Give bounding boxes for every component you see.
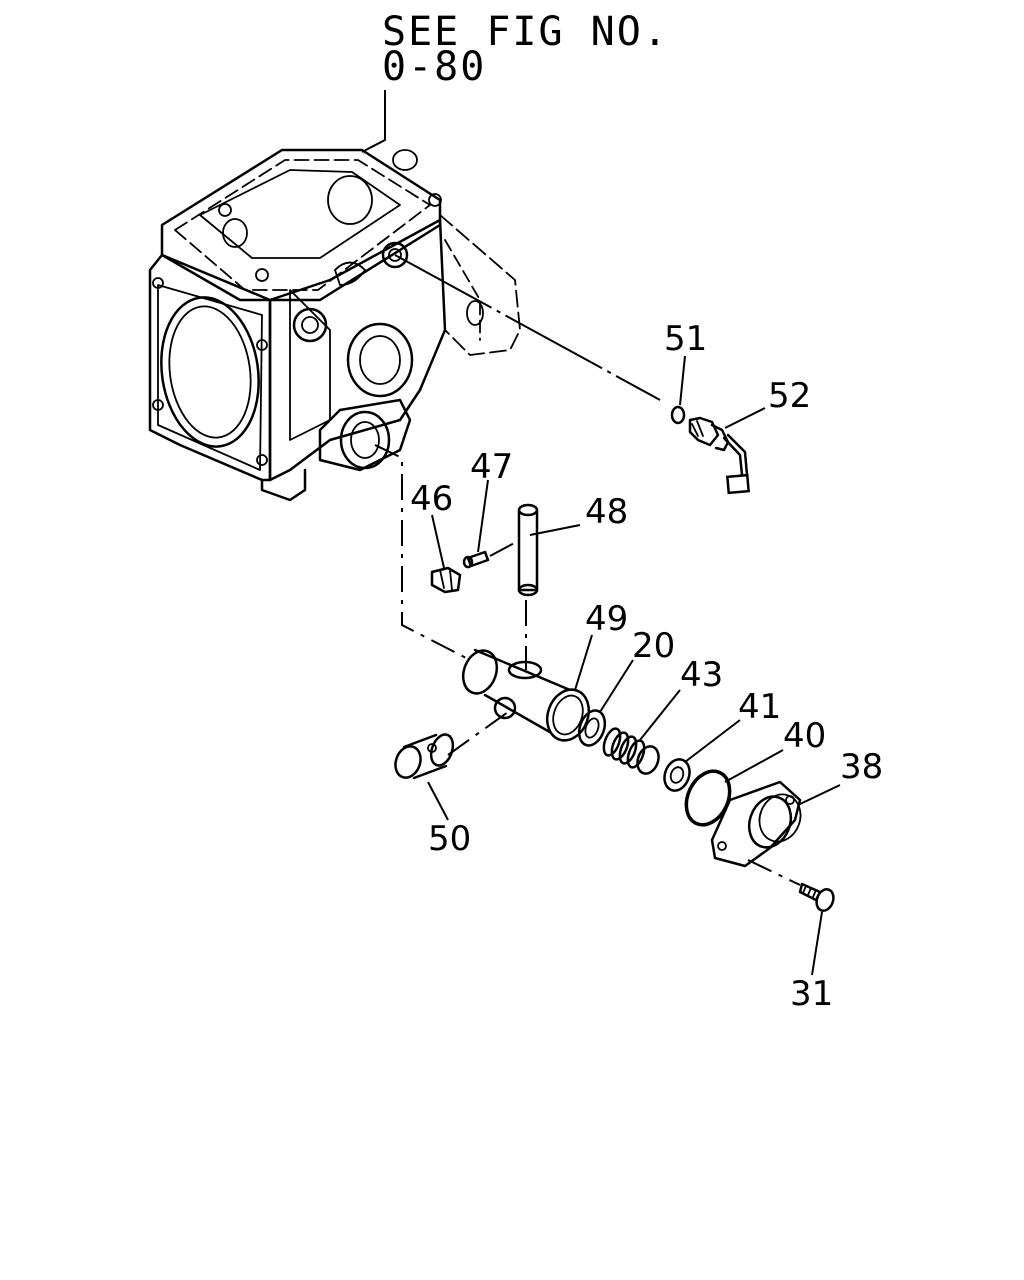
pump-housing <box>148 148 521 502</box>
assembly-line-shaft <box>374 444 471 661</box>
callout-20: 20 <box>632 626 675 666</box>
leader-41 <box>684 719 741 763</box>
part-52-sensor <box>688 416 751 495</box>
reference-leader <box>361 90 386 153</box>
part-48-pin <box>517 503 539 597</box>
part-20-washer <box>577 709 607 747</box>
leader-48 <box>529 524 581 536</box>
part-51-o-ring <box>670 405 686 425</box>
leader-51 <box>679 355 686 406</box>
callout-31: 31 <box>790 974 833 1014</box>
leader-49 <box>574 634 593 691</box>
callout-51: 51 <box>664 319 707 359</box>
leader-46 <box>431 514 445 569</box>
callout-43: 43 <box>680 655 723 695</box>
callout-41: 41 <box>738 687 781 727</box>
leader-52 <box>724 407 766 429</box>
leader-47 <box>477 479 489 553</box>
callout-38: 38 <box>840 747 883 787</box>
leader-40 <box>724 749 784 783</box>
part-38-cover <box>710 780 802 868</box>
callout-40: 40 <box>783 716 826 756</box>
part-40-o-ring <box>684 769 732 827</box>
part-46-bracket <box>430 566 462 594</box>
part-50-plug <box>394 733 455 780</box>
assembly-line-sensor <box>394 254 661 401</box>
fig-number-reference: 0-80 <box>382 44 486 90</box>
part-41-washer <box>663 758 691 792</box>
leader-20 <box>599 659 634 713</box>
see-fig-reference: SEE FIG NO. <box>382 9 669 55</box>
leader-50 <box>427 781 449 821</box>
part-43-spring <box>602 727 660 775</box>
callout-46: 46 <box>410 479 453 519</box>
callout-47: 47 <box>470 447 513 487</box>
part-47-screw <box>462 550 490 569</box>
callout-48: 48 <box>585 492 628 532</box>
leader-38 <box>797 784 841 806</box>
callout-52: 52 <box>768 376 811 416</box>
callout-50: 50 <box>428 819 471 859</box>
callout-49: 49 <box>585 599 628 639</box>
leader-43 <box>639 689 681 741</box>
leader-31 <box>811 911 823 976</box>
part-31-bolt <box>798 882 835 912</box>
part-49-shaft <box>461 648 591 742</box>
